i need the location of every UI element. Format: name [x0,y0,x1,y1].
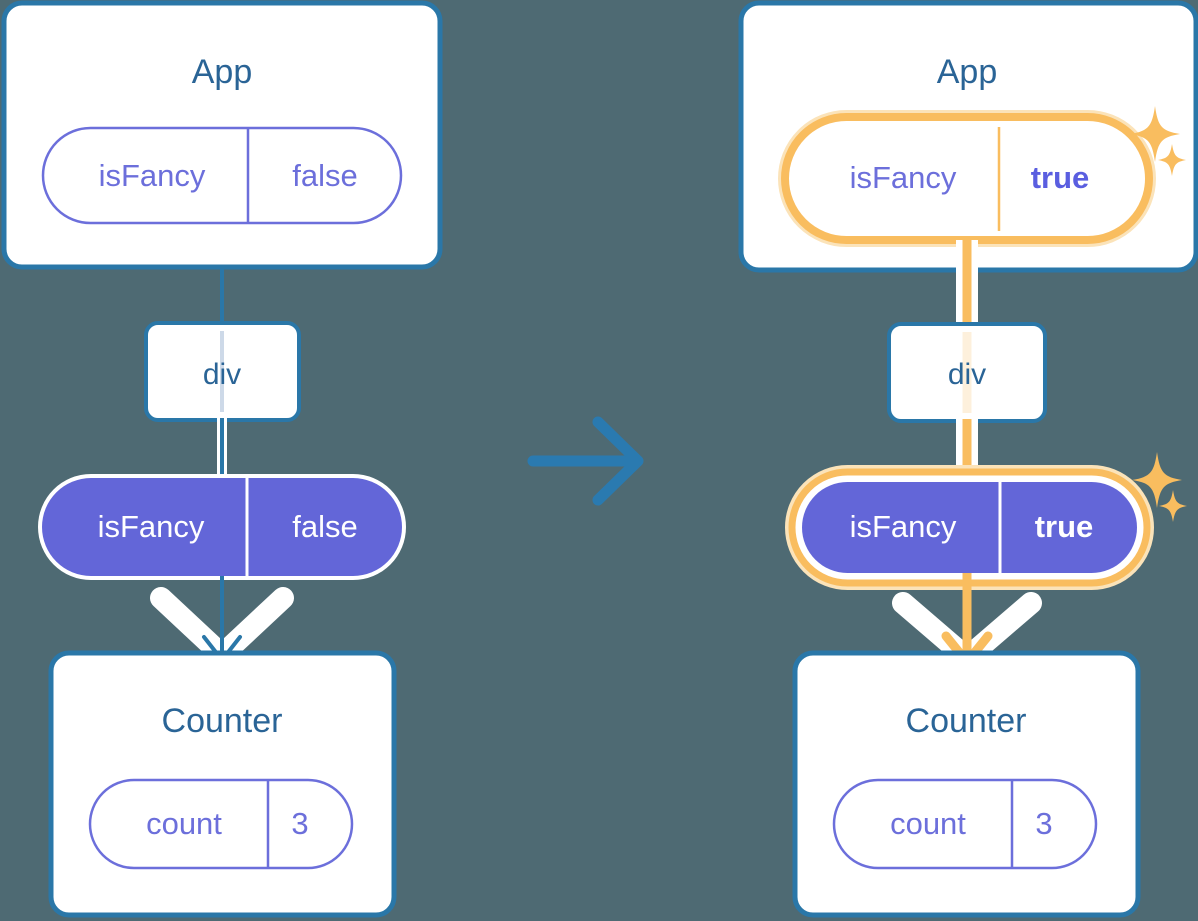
div-label-left: div [203,358,241,391]
sparkle-large-icon-app-right [1130,106,1180,162]
sparkle-large-icon-props-right [1132,452,1182,508]
props-pill-value-right: true [1035,509,1094,544]
props-pill-right [802,482,1137,573]
app-title-left: App [192,53,253,91]
props-pill-name-right: isFancy [850,509,957,544]
props-pill-name-left: isFancy [98,509,205,544]
counter-state-name-right: count [890,806,966,841]
props-pill-value-left: false [292,509,357,544]
app-state-name-left: isFancy [99,158,206,193]
counter-state-value-right: 3 [1035,806,1052,841]
counter-state-pill-left [88,778,354,870]
div-label-right: div [948,358,986,391]
sparkle-small-icon-app-right [1158,144,1186,176]
app-state-name-right: isFancy [850,160,957,195]
app-state-value-right: true [1031,160,1090,195]
sparkle-small-icon-props-right [1159,490,1187,522]
app-title-right: App [937,53,998,91]
app-state-pill-ring-right [781,113,1153,244]
arrow-right-icon [527,416,644,506]
props-pill-left [42,478,402,576]
app-state-value-left: false [292,158,357,193]
counter-title-right: Counter [906,702,1027,740]
counter-title-left: Counter [162,702,283,740]
counter-state-pill-right [832,778,1098,870]
counter-state-value-left: 3 [291,806,308,841]
counter-state-name-left: count [146,806,222,841]
app-state-pill-left [41,126,403,225]
